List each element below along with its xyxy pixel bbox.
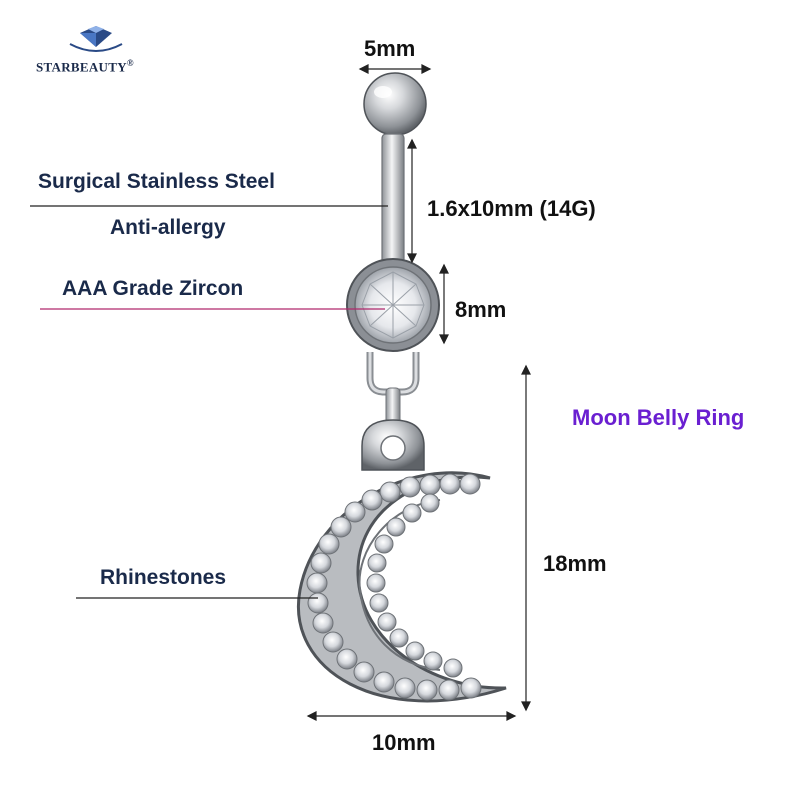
gem-dimension: 8mm [455,297,507,322]
product-title: Moon Belly Ring [572,405,745,430]
top-ball [363,72,427,136]
zircon-label: AAA Grade Zircon [62,277,244,300]
rhinestone-group [306,473,482,701]
rhinestones-label: Rhinestones [100,566,227,589]
bar-dimension: 1.6x10mm (14G) [427,196,596,221]
brand-name: STARBEAUTY® [36,58,134,75]
anti-allergy-label: Anti-allergy [110,216,226,239]
dimension-lines [30,64,531,721]
diamond-logo-icon [69,26,123,52]
moon-pendant [297,471,507,703]
steel-label: Surgical Stainless Steel [38,170,275,193]
height-dimension: 18mm [543,551,607,576]
bar [381,133,405,271]
ball-dimension: 5mm [364,36,416,61]
width-dimension: 10mm [372,730,436,755]
